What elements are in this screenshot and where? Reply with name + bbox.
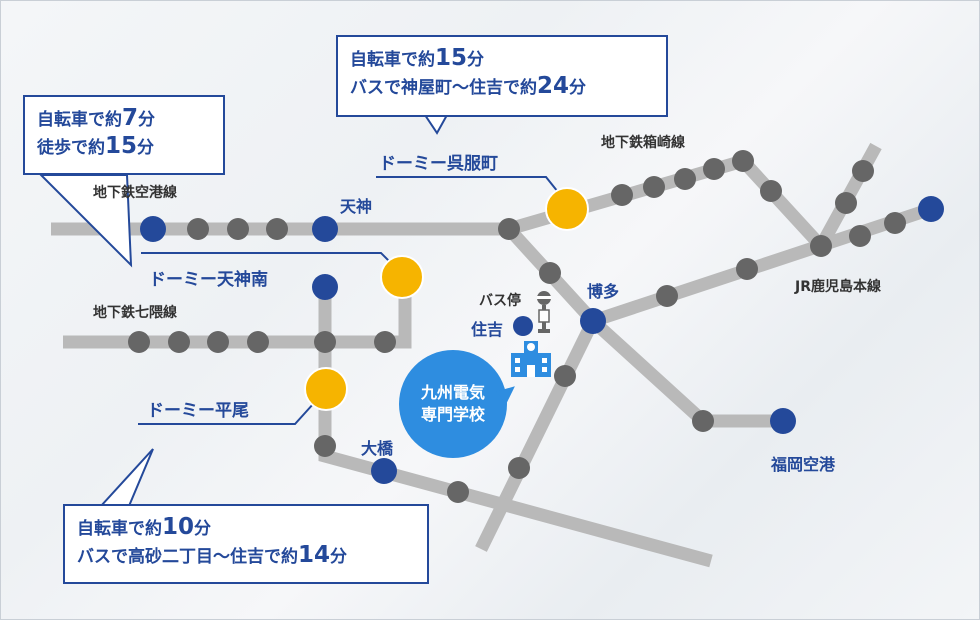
callout-line: 自転車で約10分 bbox=[77, 514, 415, 542]
stop-dot bbox=[207, 331, 229, 353]
line-label-nanakuma: 地下鉄七隈線 bbox=[93, 305, 177, 321]
stop-dot bbox=[852, 160, 874, 182]
callout-text: 分 bbox=[138, 110, 156, 130]
stop-dot bbox=[611, 184, 633, 206]
stop-dot bbox=[692, 410, 714, 432]
bus-stop-icon bbox=[537, 291, 551, 333]
station-dot-tenjin bbox=[312, 216, 338, 242]
dorm-label-hirao: ドーミー平尾 bbox=[147, 401, 249, 421]
callout-value: 7 bbox=[122, 105, 139, 131]
stop-dot bbox=[760, 180, 782, 202]
stop-dot bbox=[314, 331, 336, 353]
callout-value: 10 bbox=[162, 514, 195, 540]
dorm-label-gofukumachi: ドーミー呉服町 bbox=[379, 154, 498, 174]
dorm-marker-hirao bbox=[304, 367, 348, 411]
stop-dot bbox=[835, 192, 857, 214]
callout-line: バスで高砂二丁目～住吉で約14分 bbox=[77, 542, 415, 570]
stop-dot bbox=[508, 457, 530, 479]
stop-dot bbox=[736, 258, 758, 280]
stop-dot bbox=[187, 218, 209, 240]
callout-text: 分 bbox=[569, 78, 587, 98]
stop-dot bbox=[884, 212, 906, 234]
jr-kagoshima-line bbox=[590, 202, 934, 328]
stop-dot bbox=[128, 331, 150, 353]
callout-line: 徒歩で約15分 bbox=[37, 133, 211, 161]
station-dot-airport bbox=[770, 408, 796, 434]
jr-south-segment bbox=[475, 318, 599, 552]
school-name-line2: 専門学校 bbox=[420, 405, 485, 424]
stop-dot bbox=[703, 158, 725, 180]
stop-dot bbox=[643, 176, 665, 198]
dorm-label-tenjin-minami: ドーミー天神南 bbox=[149, 270, 268, 290]
line-label-kagoshima: JR鹿児島本線 bbox=[795, 279, 881, 295]
station-label-airport: 福岡空港 bbox=[771, 455, 836, 474]
callout-tenjin-minami: 自転車で約7分 徒歩で約15分 bbox=[23, 95, 225, 175]
stop-dot bbox=[656, 285, 678, 307]
school-name-line1: 九州電気 bbox=[420, 383, 485, 402]
stop-dot bbox=[247, 331, 269, 353]
callout-text: 自転車で約 bbox=[37, 110, 122, 130]
stop-dot bbox=[539, 262, 561, 284]
callout-value: 24 bbox=[537, 73, 570, 99]
stop-dot bbox=[227, 218, 249, 240]
hirao-leader bbox=[138, 402, 315, 425]
school-marker: 九州電気 専門学校 bbox=[399, 350, 507, 458]
callout-pointer bbox=[423, 114, 449, 135]
school-building-icon bbox=[511, 341, 551, 377]
stop-dot bbox=[849, 225, 871, 247]
line-label-kuko: 地下鉄空港線 bbox=[93, 185, 177, 201]
callout-text: バスで神屋町～住吉で約 bbox=[350, 78, 537, 98]
callout-text: 自転車で約 bbox=[350, 50, 435, 70]
stop-dot bbox=[314, 435, 336, 457]
callout-text: 分 bbox=[467, 50, 485, 70]
station-label-ohashi: 大橋 bbox=[361, 439, 394, 458]
station-label-tenjin: 天神 bbox=[340, 197, 373, 216]
stop-dot bbox=[674, 168, 696, 190]
callout-text: 分 bbox=[194, 519, 212, 539]
stop-dot bbox=[554, 365, 576, 387]
callout-pointer bbox=[98, 448, 154, 507]
callout-value: 15 bbox=[105, 133, 138, 159]
callout-text: 徒歩で約 bbox=[37, 138, 105, 158]
callout-line: 自転車で約15分 bbox=[350, 45, 654, 73]
stop-dot bbox=[498, 218, 520, 240]
stop-dot bbox=[374, 331, 396, 353]
callout-text: 自転車で約 bbox=[77, 519, 162, 539]
callout-line: 自転車で約7分 bbox=[37, 105, 211, 133]
station-dot-hakata bbox=[580, 308, 606, 334]
station-dot bbox=[312, 274, 338, 300]
gofukumachi-leader bbox=[376, 176, 563, 198]
station-dot bbox=[140, 216, 166, 242]
dorm-marker-gofukumachi bbox=[545, 187, 589, 231]
line-label-hakozaki: 地下鉄箱崎線 bbox=[601, 135, 685, 151]
callout-pointer bbox=[38, 174, 133, 268]
callout-gofukumachi: 自転車で約15分 バスで神屋町～住吉で約24分 bbox=[336, 35, 668, 117]
station-dot-sumiyoshi bbox=[513, 316, 533, 336]
callout-value: 15 bbox=[435, 45, 468, 71]
stop-dot bbox=[168, 331, 190, 353]
bus-stop-label: バス停 bbox=[479, 293, 521, 309]
station-label-hakata: 博多 bbox=[587, 282, 620, 301]
station-label-sumiyoshi: 住吉 bbox=[471, 320, 504, 339]
callout-text: 分 bbox=[137, 138, 155, 158]
stop-dot bbox=[266, 218, 288, 240]
callout-hirao: 自転車で約10分 バスで高砂二丁目～住吉で約14分 bbox=[63, 504, 429, 584]
stop-dot bbox=[732, 150, 754, 172]
stop-dot bbox=[810, 235, 832, 257]
stop-dot bbox=[447, 481, 469, 503]
station-dot bbox=[918, 196, 944, 222]
callout-text: 分 bbox=[330, 547, 348, 567]
dorm-marker-tenjin-minami bbox=[380, 255, 424, 299]
callout-line: バスで神屋町～住吉で約24分 bbox=[350, 73, 654, 101]
callout-value: 14 bbox=[298, 542, 331, 568]
station-dot-ohashi bbox=[371, 458, 397, 484]
callout-text: バスで高砂二丁目～住吉で約 bbox=[77, 547, 298, 567]
